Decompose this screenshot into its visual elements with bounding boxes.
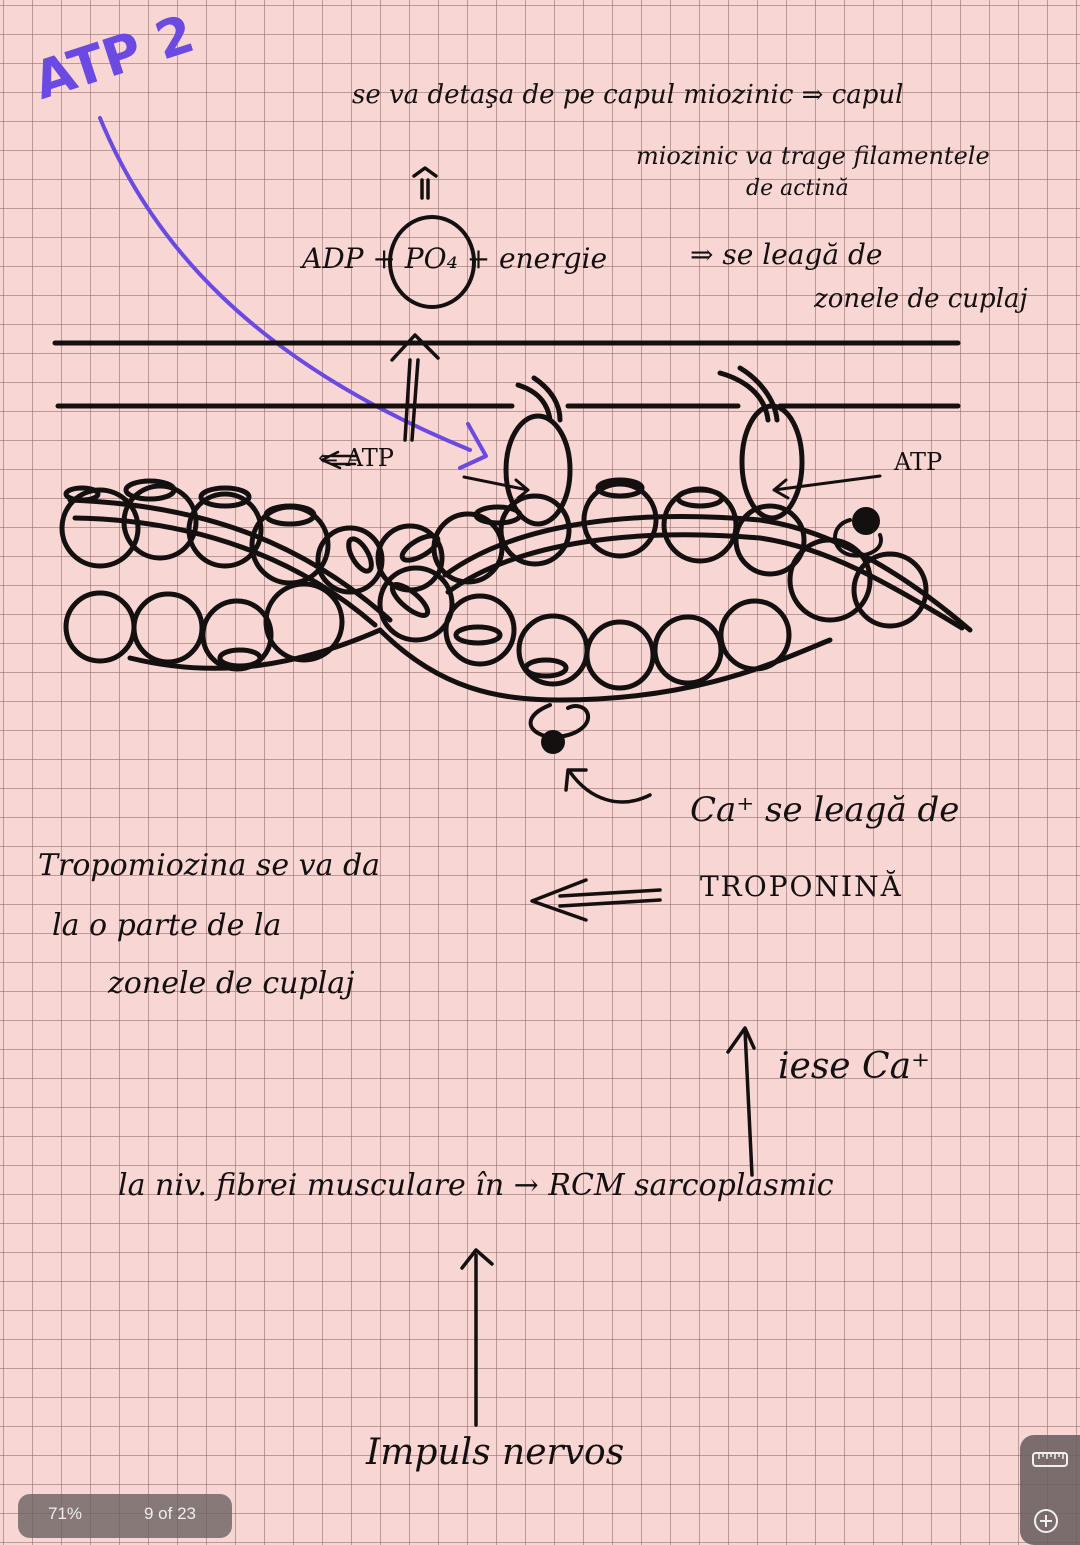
actin-beads-lower: [63, 565, 792, 691]
note-top-line1: se va detaşa de pe capul miozinic ⇒ capu…: [352, 80, 904, 110]
myosin-head-2: [717, 365, 805, 521]
fibra-musculara-label: la niv. fibrei musculare în → RCM sarcop…: [118, 1168, 834, 1203]
ca-binds-label: Ca⁺ se leagă de: [690, 790, 960, 830]
atp-arrow-right: [772, 474, 882, 500]
zoom-level: 71%: [48, 1504, 83, 1523]
myosin-head-1: [503, 375, 573, 527]
small-double-arrow: [320, 450, 357, 470]
iese-ca-label: iese Ca⁺: [778, 1046, 931, 1087]
po4-circle: [388, 215, 476, 309]
troponina-label: TROPONINĂ: [700, 870, 903, 903]
impuls-arrow: [460, 1248, 494, 1427]
tropomiozina-line2: la o parte de la: [52, 908, 282, 943]
troponin: [528, 507, 883, 754]
tropomyosin-strands: [67, 497, 973, 703]
iese-ca-arrow: [726, 1026, 756, 1177]
ruler-icon: [1032, 1452, 1068, 1467]
atp-left-label: ⇐ ATP: [318, 444, 394, 472]
add-button[interactable]: [1032, 1507, 1072, 1535]
myosin-filament-lines: [52, 340, 961, 409]
page-status-pill: 71% 9 of 23: [18, 1494, 232, 1538]
equation-result-line1: ⇒ se leagă de: [690, 238, 883, 271]
tropomiozina-line1: Tropomiozina se va da: [38, 848, 381, 883]
double-arrow-up: [390, 166, 440, 442]
equation-result-line2: zonele de cuplaj: [814, 284, 1028, 314]
atp-right-label: ATP: [894, 448, 943, 476]
floating-toolbar: [1020, 1435, 1080, 1545]
plus-circle-icon: [1034, 1509, 1058, 1533]
tropomiozina-line3: zonele de cuplaj: [108, 966, 355, 1001]
troponina-arrow-left: [530, 878, 662, 922]
note-top-line2: miozinic va trage filamentele: [636, 142, 990, 170]
equation-text: ADP + PO₄ + energie: [302, 242, 608, 275]
ca-arrow: [564, 768, 652, 804]
ruler-button[interactable]: [1032, 1451, 1072, 1479]
note-top-line3: de actină: [746, 176, 849, 201]
purple-arrow: [98, 116, 488, 470]
page-indicator: 9 of 23: [144, 1504, 196, 1523]
impuls-nervos-label: Impuls nervos: [366, 1432, 625, 1473]
atp-arrow-left: [462, 475, 530, 500]
